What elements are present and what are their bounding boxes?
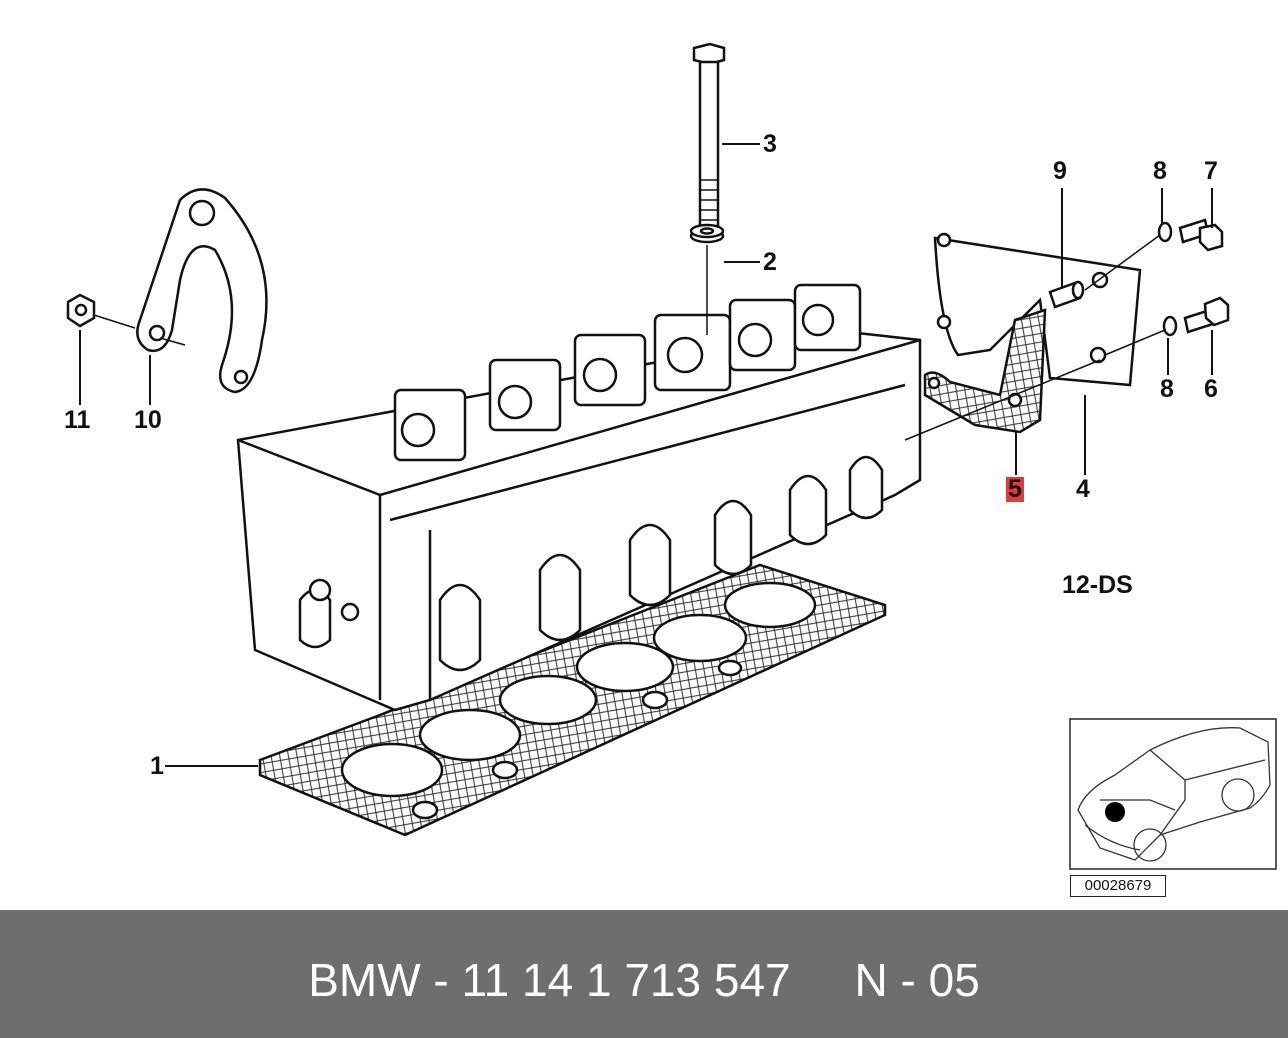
head-bolt xyxy=(692,42,726,234)
leader-lines xyxy=(79,143,1213,767)
part-number-text: BMW - 11 14 1 713 547 N - 05 xyxy=(308,954,980,1006)
washer-lower xyxy=(1162,315,1178,337)
bolt-lower xyxy=(1183,296,1230,334)
callout-3[interactable]: 3 xyxy=(763,130,777,158)
nut xyxy=(66,293,96,328)
variant-label: 12-DS xyxy=(1062,571,1133,599)
exploded-parts-diagram xyxy=(66,42,1277,870)
guide-line xyxy=(93,314,136,329)
cylinder-head xyxy=(236,283,922,712)
callout-5-highlighted[interactable]: 5 xyxy=(1006,475,1024,503)
guide-line xyxy=(1104,329,1166,356)
car-inset xyxy=(1069,718,1277,870)
head-gasket xyxy=(258,563,887,837)
callout-11[interactable]: 11 xyxy=(64,406,91,434)
bolt-upper xyxy=(1178,218,1224,252)
washer-upper xyxy=(1157,221,1173,243)
callout-4[interactable]: 4 xyxy=(1076,475,1090,503)
callout-8-lower[interactable]: 8 xyxy=(1160,375,1174,403)
callout-6[interactable]: 6 xyxy=(1204,375,1218,403)
lifting-eye xyxy=(136,188,268,394)
washer xyxy=(689,223,725,244)
callout-7[interactable]: 7 xyxy=(1204,157,1218,185)
callout-9[interactable]: 9 xyxy=(1053,157,1067,185)
callout-10[interactable]: 10 xyxy=(134,406,162,434)
callout-2[interactable]: 2 xyxy=(763,248,777,276)
sleeve xyxy=(1048,280,1085,309)
guide-line xyxy=(904,359,1101,441)
guide-line xyxy=(159,337,186,346)
callout-8-upper[interactable]: 8 xyxy=(1153,157,1167,185)
footer-bar: BMW - 11 14 1 713 547 N - 05 xyxy=(0,910,1288,1038)
guide-line xyxy=(1084,234,1161,291)
cover-gasket xyxy=(923,308,1047,434)
reference-code: 00028679 xyxy=(1070,875,1166,897)
callout-1[interactable]: 1 xyxy=(150,752,164,780)
